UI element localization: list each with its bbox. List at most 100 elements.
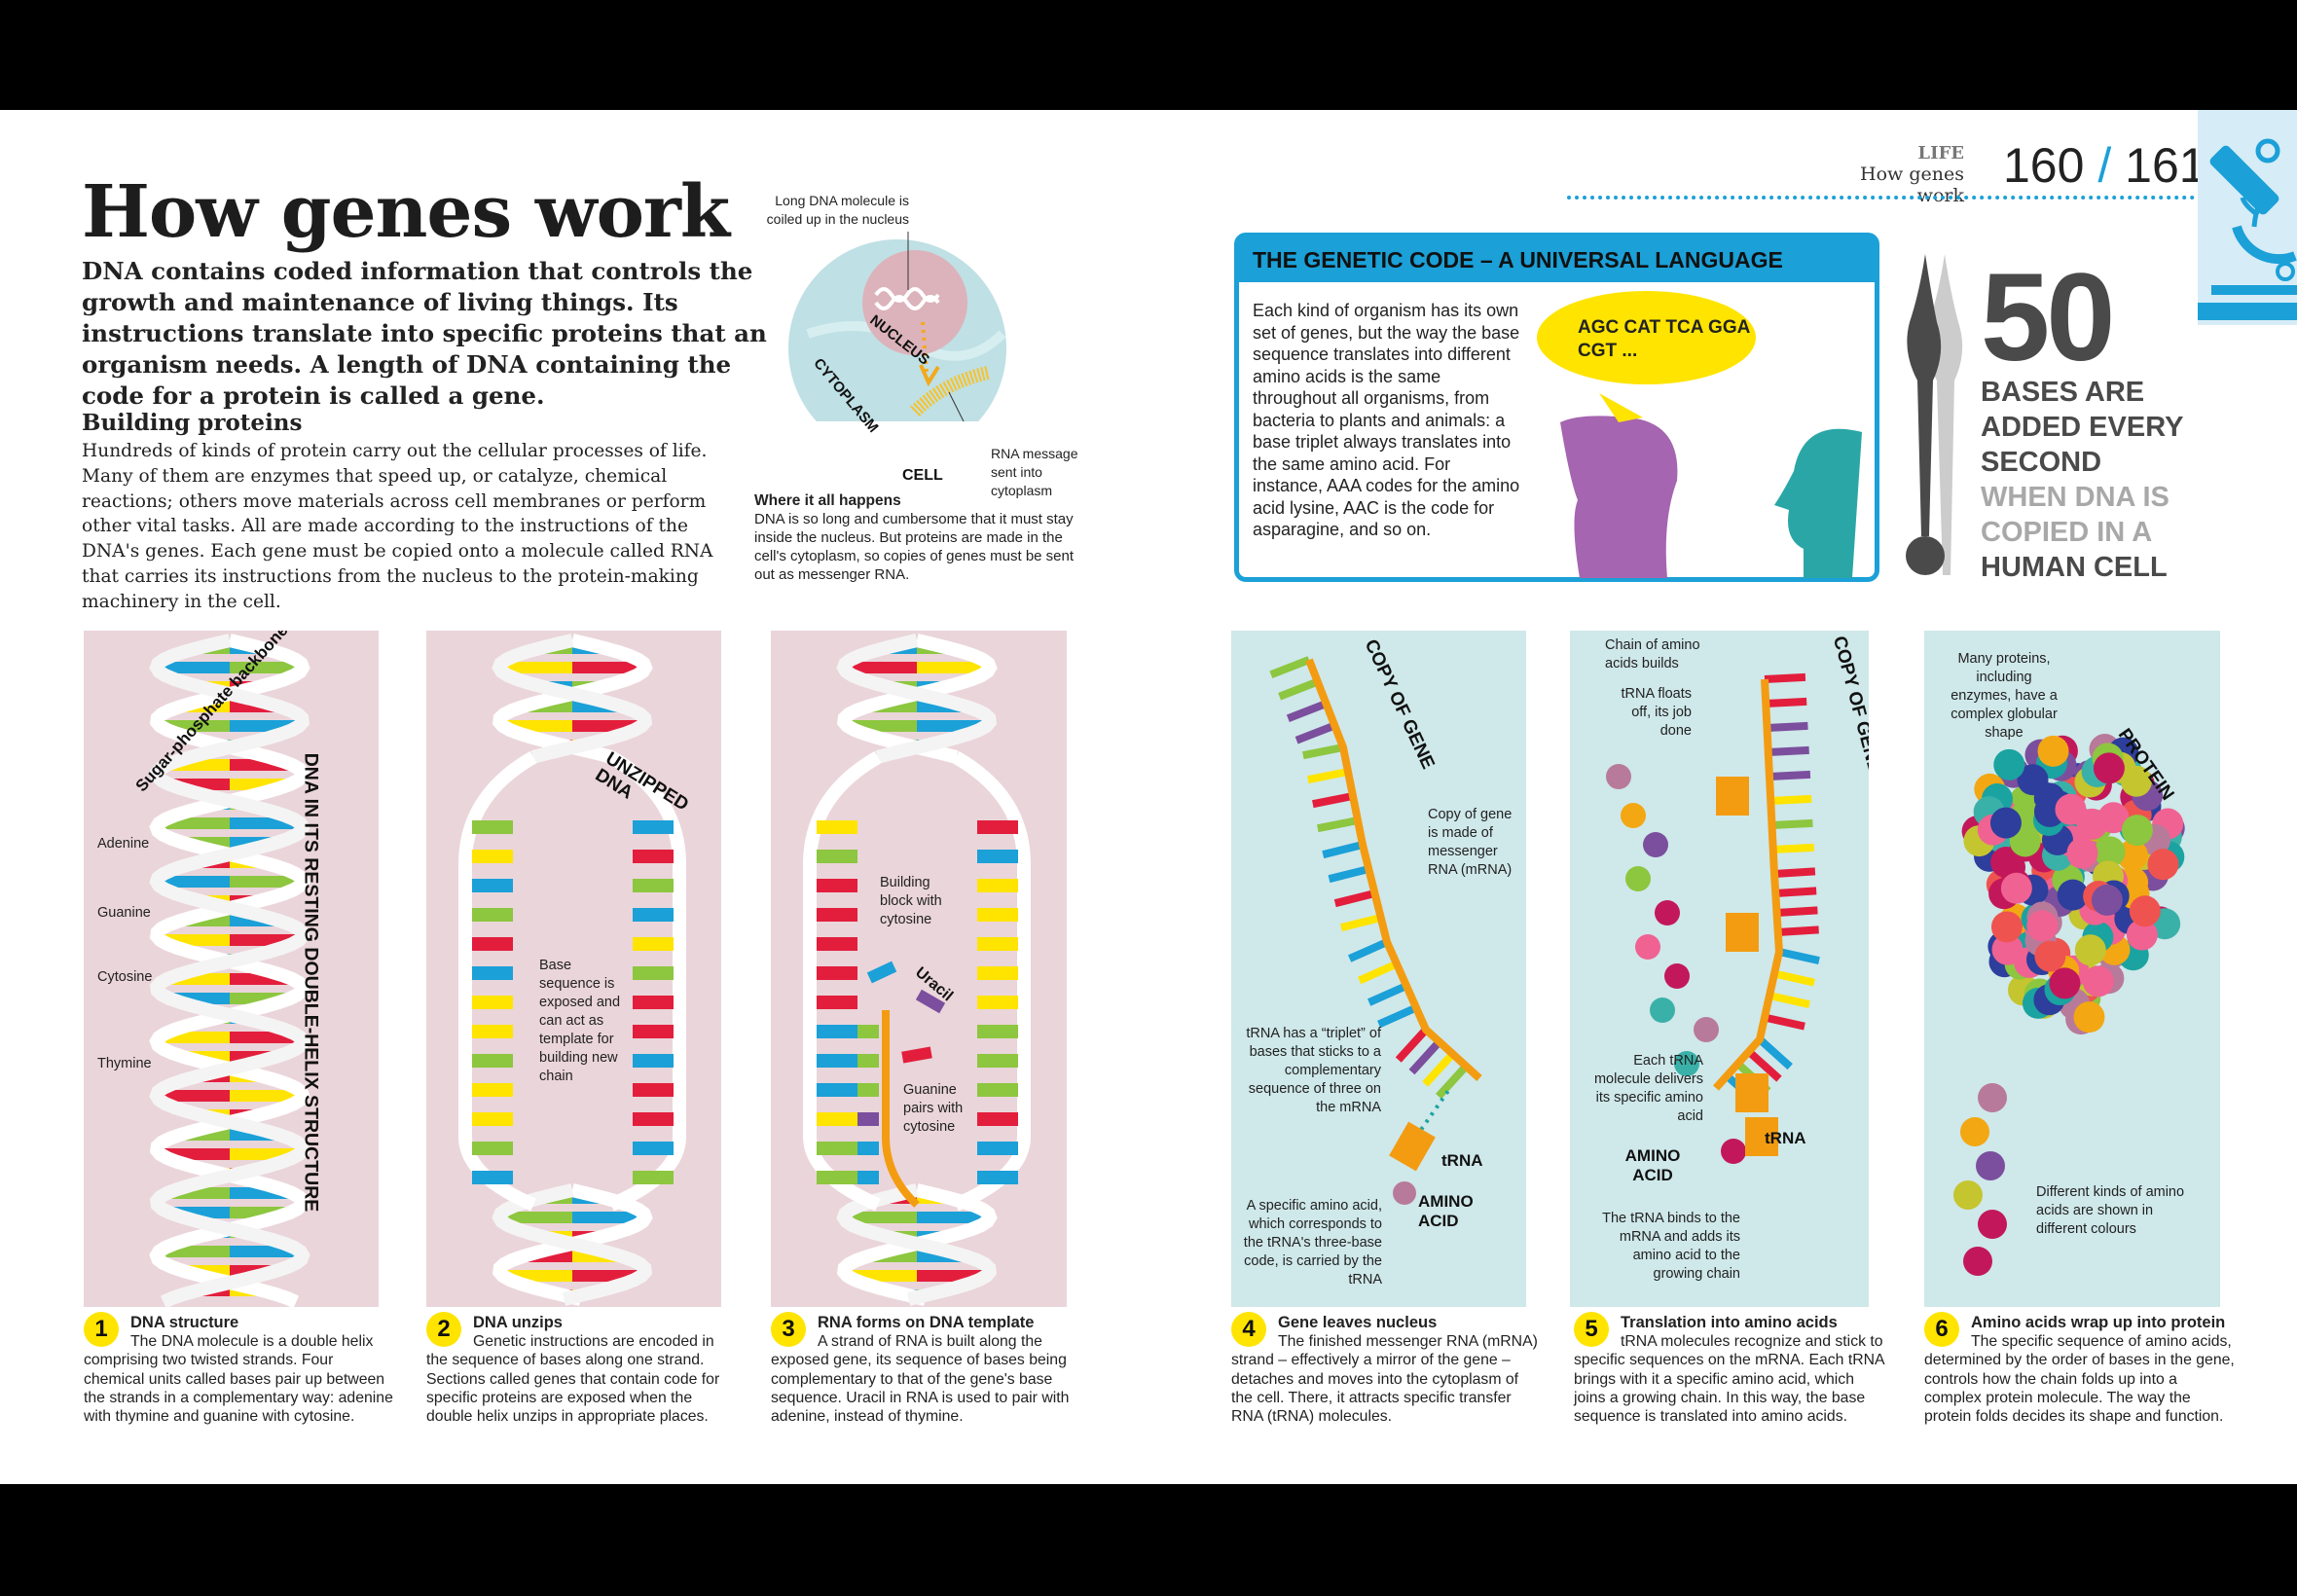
mrna-base [1770,794,1812,805]
exposed-base [633,820,674,834]
base-pair [157,876,230,888]
running-head: LIFE How genes work [1810,143,1964,206]
backbone-strand [836,1183,998,1306]
running-subtitle: How genes work [1860,163,1964,206]
base-pair [157,662,230,673]
label-base-sequence: Base sequence is exposed and can act as … [539,958,621,1084]
amino-acid-bead [1694,1017,1719,1042]
mrna-base [1768,770,1811,780]
exposed-base [472,1171,513,1184]
panel-gene-leaves: COPY OF GENE Copy of gene is made of mes… [1231,631,1526,1307]
mrna-base [1768,992,1810,1009]
exposed-base [817,1025,857,1038]
amino-acid-bead [1393,1181,1416,1205]
mrna-base [1776,906,1818,917]
amino-acid-bead [2091,884,2123,916]
label-mrna: Copy of gene is made of messenger RNA (m… [1428,807,1513,878]
amino-acid-bead [1990,911,2023,943]
exposed-base [977,820,1018,834]
building-proteins-heading: Building proteins [82,410,303,436]
amino-acid-bead [1993,748,2025,780]
amino-acid-bead [2073,1001,2105,1034]
amino-acid-bead [2057,879,2089,911]
amino-acid-bead [2082,965,2114,998]
amino-acid-bead [1960,1117,1989,1146]
exposed-base [977,1142,1018,1155]
exposed-base [472,820,513,834]
amino-acid-bead [2126,919,2158,951]
heads-illustration [1560,393,1862,578]
amino-acid-bead [2097,802,2130,834]
label-guanine-pairs: Guanine pairs with cytosine [903,1082,964,1135]
backbone-strand [149,634,310,1307]
amino-acid-bead [1606,764,1631,789]
caption-title: Gene leaves nucleus [1278,1314,1438,1331]
mrna-base [1777,925,1819,936]
mrna-base [1757,1036,1793,1070]
free-base [915,989,946,1014]
mrna-base [1322,841,1364,859]
amino-acid-bead [2093,752,2125,784]
vertical-title: DNA IN ITS RESTING DOUBLE-HELIX STRUCTUR… [300,752,322,1213]
label-triplet: tRNA has a “triplet” of bases that stick… [1246,1026,1381,1115]
label-rna-message: RNA message sent into cytoplasm [991,446,1078,498]
caption-body: Genetic instructions are encoded in the … [426,1333,720,1426]
base-pair [230,876,303,888]
page-title: How genes work [82,170,730,254]
exposed-base [633,879,674,892]
amino-acid-bead [2129,895,2161,927]
exposed-base [633,1171,674,1184]
stat-line: ADDED EVERY [1981,412,2184,443]
exposed-base [817,966,857,980]
exposed-base [817,1171,857,1184]
label-dna-coiled: Long DNA molecule is coiled up in the nu… [766,193,909,227]
exposed-base [472,1112,513,1126]
mrna-base [1278,677,1320,701]
backbone-strand [492,1183,653,1306]
label-adenine: Adenine [97,836,150,852]
rna-base [857,1142,879,1155]
base-pair [572,662,645,673]
exposed-base [977,1083,1018,1097]
panel-dna-structure: Sugar-phosphate backbone Adenine Guanine… [84,631,379,1307]
caption-body: tRNA molecules recognize and stick to sp… [1574,1333,1884,1426]
panel-protein: Many proteins, including enzymes, have a… [1924,631,2220,1307]
label-guanine: Guanine [97,905,151,921]
panel-dna-unzips: UNZIPPED DNA Base sequence is exposed an… [426,631,721,1307]
exposed-base [977,966,1018,980]
caption-body: The specific sequence of amino acids, de… [1924,1333,2235,1426]
mrna-base [1317,816,1359,833]
trna-molecule [1716,777,1749,816]
step-number-badge: 2 [426,1312,461,1347]
mrna-base [1269,656,1311,678]
amino-acid-bead [2009,825,2041,857]
exposed-base [817,937,857,951]
exposed-base [633,996,674,1009]
mrna-base [1422,1051,1456,1087]
stat-number: 50 [1981,248,2115,387]
exposed-base [472,996,513,1009]
exposed-base [977,850,1018,863]
exposed-base [472,1025,513,1038]
label-thymine: Thymine [97,1056,152,1071]
mrna-base [1768,745,1809,756]
arrow-icon [1414,1086,1452,1139]
caption-body: The DNA molecule is a double helix compr… [84,1333,393,1426]
building-proteins-body: Hundreds of kinds of protein carry out t… [82,441,713,612]
amino-acid-bead [1650,998,1675,1023]
exposed-base [472,966,513,980]
exposed-base [817,996,857,1009]
amino-acid-bead [2121,815,2153,847]
amino-acid-bead [2055,793,2087,825]
base-pair [499,662,572,673]
intro-text: DNA contains coded information that cont… [82,257,767,410]
caption-title: Translation into amino acids [1621,1314,1838,1331]
step-number-badge: 4 [1231,1312,1266,1347]
exposed-base [817,1054,857,1068]
amino-acid-bead [1643,832,1668,857]
